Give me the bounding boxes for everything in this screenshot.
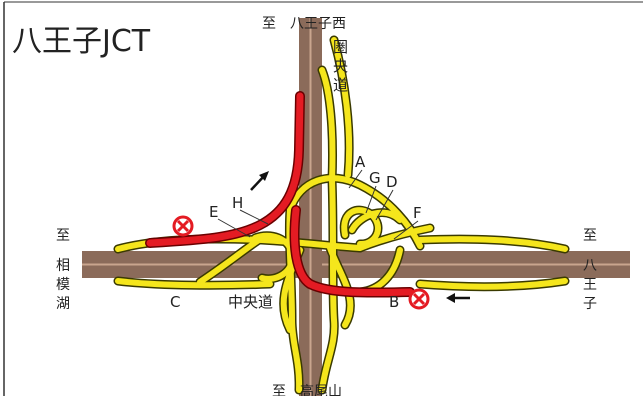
ramp-label-leaders	[217, 169, 419, 240]
chuo-expressway-trunk	[82, 251, 630, 278]
ken-o-road-char: 道	[333, 76, 348, 94]
west-direction-char: 模	[56, 277, 70, 293]
ramp-label-g: G	[369, 169, 381, 187]
ramp-label-h: H	[232, 194, 243, 212]
east-direction-char: 王	[583, 277, 597, 293]
north-direction-label: 至 八王子西	[262, 16, 346, 32]
ramp-network	[113, 35, 570, 395]
east-direction-char: 子	[583, 296, 597, 312]
page-title: 八王子JCT	[12, 24, 151, 59]
west-direction-char: 相	[56, 258, 70, 274]
ken-o-expressway-trunk	[299, 18, 322, 396]
south-direction-label: 至 高尾山	[272, 383, 342, 396]
no-entry-icon	[408, 288, 430, 310]
east-direction-char: 八	[583, 258, 597, 274]
ramp-label-e: E	[209, 203, 218, 221]
ramp-label-a: A	[355, 153, 366, 171]
ramp-label-f: F	[413, 204, 422, 222]
ken-o-road-char: 央	[333, 57, 348, 75]
west-direction-prefix: 至	[56, 228, 70, 244]
arrow-icon	[250, 171, 269, 191]
ramp-label-b: B	[389, 293, 399, 311]
arrow-icon	[446, 293, 470, 303]
ramp-label-d: D	[386, 173, 398, 191]
highlighted-route	[145, 91, 415, 298]
ken-o-road-char: 圏	[333, 38, 348, 56]
ramp-label-c: C	[170, 293, 180, 311]
no-entry-icon	[172, 215, 194, 237]
east-direction-prefix: 至	[583, 228, 597, 244]
chuo-road-label: 中央道	[228, 293, 273, 311]
west-direction-char: 湖	[56, 296, 70, 312]
